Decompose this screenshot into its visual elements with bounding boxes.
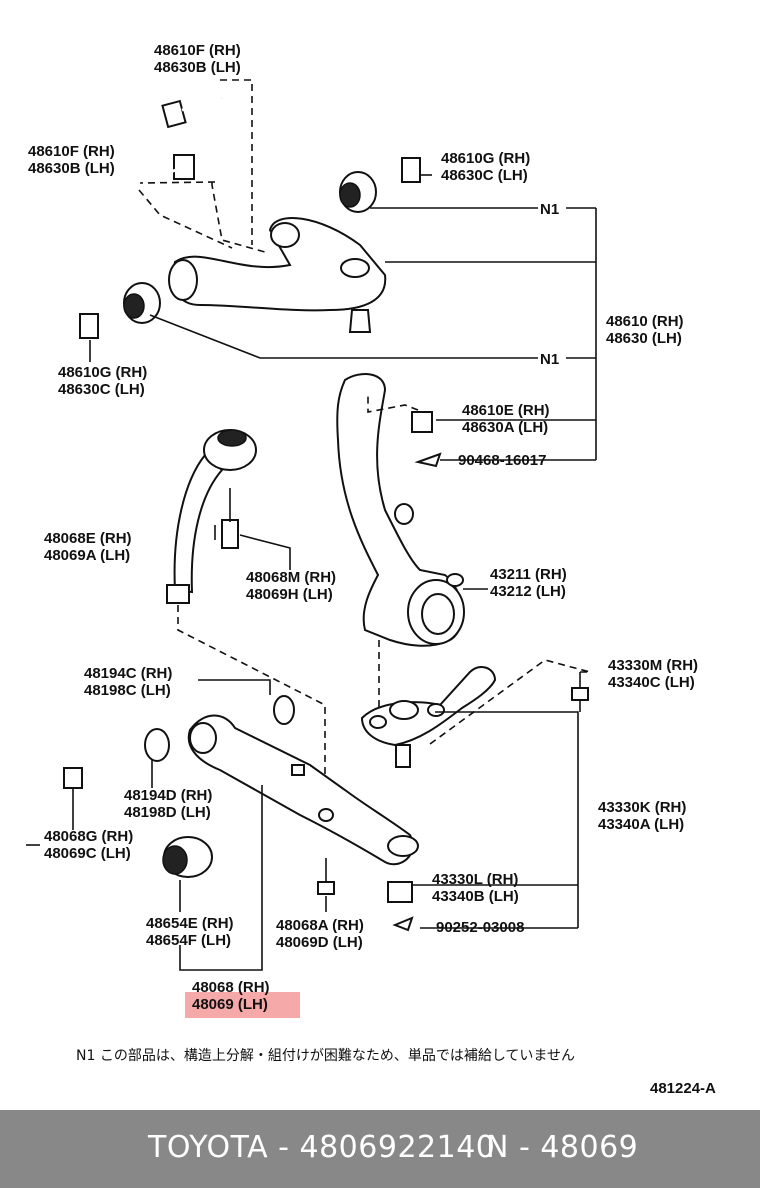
strut-rod-drawing — [166, 429, 257, 604]
footer-bar: TOYOTA - 4806922140 N - 48069 — [0, 1110, 760, 1188]
label-n1-bottom: N1 — [540, 351, 560, 368]
cotter-pin-lower-drawing — [392, 916, 414, 932]
ball-joint-bolt-drawing — [571, 672, 589, 701]
label-upper-bolt-a[interactable]: 48610F (RH)48630B (LH) — [154, 42, 241, 76]
lower-bolt-drawing — [237, 695, 295, 726]
strut-bolt-drawing — [221, 519, 239, 549]
label-knuckle[interactable]: 43211 (RH)43212 (LH) — [490, 566, 567, 600]
n1-note: N1 この部品は、構造上分解・組付けが困難なため、単品では補給していません — [76, 1048, 575, 1064]
cotter-pin-upper-drawing — [414, 452, 442, 468]
lower-arm-bolt-drawing — [317, 858, 335, 895]
suspension-exploded-diagram — [26, 79, 597, 971]
label-lower-nut[interactable]: 48068G (RH)48069C (LH) — [44, 828, 134, 862]
lower-arm-drawing — [187, 714, 419, 866]
ball-joint-drawing — [360, 665, 497, 768]
label-ball-joint[interactable]: 43330K (RH)43340A (LH) — [598, 799, 687, 833]
label-upper-nut-left[interactable]: 48610G (RH)48630C (LH) — [58, 364, 148, 398]
label-ball-joint-bolt[interactable]: 43330M (RH)43340C (LH) — [608, 657, 699, 691]
upper-nut-right-drawing — [401, 157, 421, 183]
label-upper-nut-right[interactable]: 48610G (RH)48630C (LH) — [441, 150, 531, 184]
figure-id: 481224-A — [650, 1080, 716, 1097]
castle-nut-drawing — [411, 411, 433, 433]
lower-washer-drawing — [144, 728, 170, 762]
bushing-drawing — [162, 836, 213, 878]
label-strut-bolt[interactable]: 48068M (RH)48069H (LH) — [246, 569, 337, 603]
upper-nut-left-drawing — [79, 313, 99, 339]
ball-joint-nut-drawing — [387, 881, 413, 903]
label-lower-washer[interactable]: 48194D (RH)48198D (LH) — [124, 787, 213, 821]
label-cotter-pin-lower[interactable]: 90252-03008 — [436, 919, 525, 936]
upper-arm-drawing — [168, 217, 387, 333]
footer-part-number: TOYOTA - 4806922140 — [148, 1130, 496, 1165]
label-bushing[interactable]: 48654E (RH)48654F (LH) — [146, 915, 234, 949]
label-cotter-pin-upper[interactable]: 90468-16017 — [458, 452, 547, 469]
upper-bushing-right — [339, 171, 377, 213]
label-upper-arm[interactable]: 48610 (RH)48630 (LH) — [606, 313, 684, 347]
label-upper-bolt-b[interactable]: 48610F (RH)48630B (LH) — [28, 143, 115, 177]
lower-nut-drawing — [63, 767, 83, 789]
leader-lines — [26, 79, 597, 971]
label-n1-top: N1 — [540, 201, 560, 218]
label-strut-rod[interactable]: 48068E (RH)48069A (LH) — [44, 530, 132, 564]
label-castle-nut[interactable]: 48610E (RH)48630A (LH) — [462, 402, 550, 436]
label-lower-arm-bolt[interactable]: 48068A (RH)48069D (LH) — [276, 917, 364, 951]
upper-bolt-a-drawing — [161, 96, 223, 129]
label-lower-bolt[interactable]: 48194C (RH)48198C (LH) — [84, 665, 173, 699]
upper-bolt-b-drawing — [137, 154, 195, 185]
label-ball-joint-nut[interactable]: 43330L (RH)43340B (LH) — [432, 871, 519, 905]
label-lower-arm[interactable]: 48068 (RH)48069 (LH) — [192, 979, 270, 1013]
knuckle-drawing — [336, 373, 465, 647]
footer-reference: N - 48069 — [486, 1130, 639, 1165]
upper-bushing-left — [123, 282, 161, 324]
part-highlight — [185, 992, 300, 1018]
